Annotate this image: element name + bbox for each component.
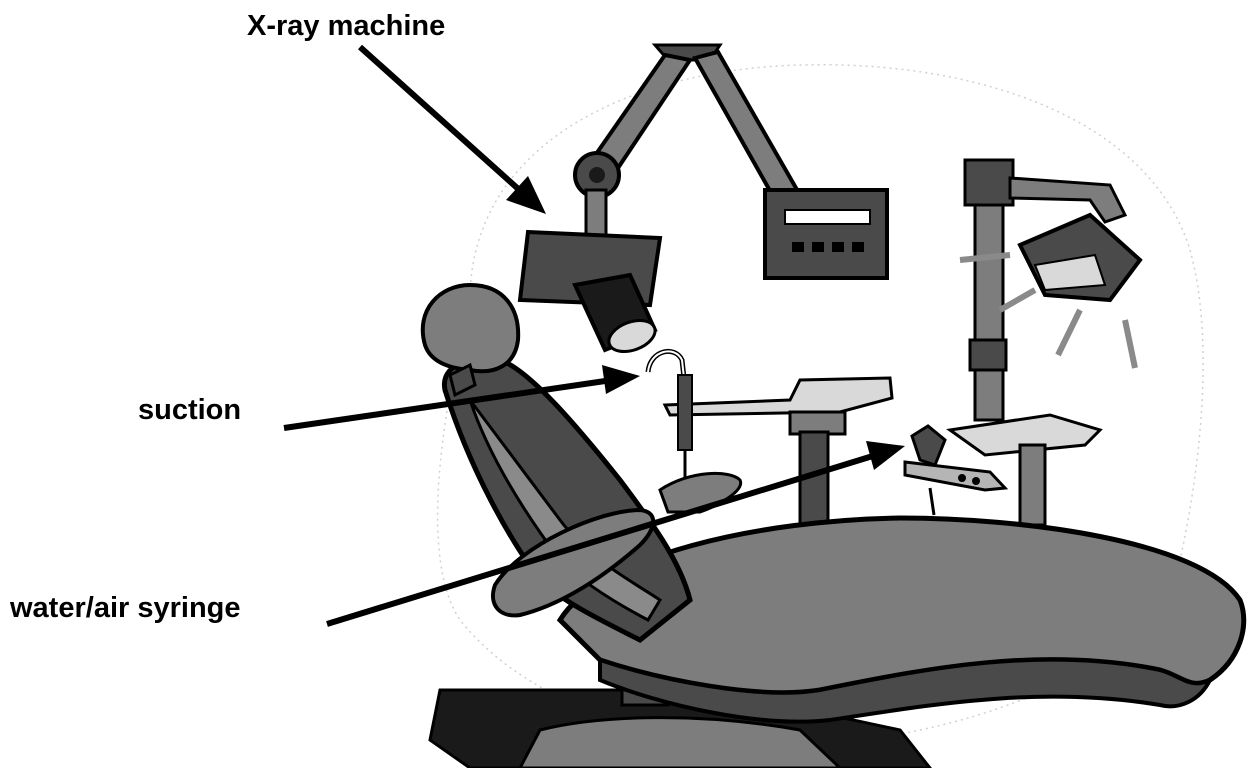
syringe-tray: [905, 415, 1100, 525]
xray-machine-label: X-ray machine: [247, 12, 445, 41]
water-air-syringe-label: water/air syringe: [10, 594, 241, 623]
operating-light: [960, 160, 1140, 420]
suction-label: suction: [138, 396, 241, 425]
xray-pointer-arrow: [360, 47, 546, 214]
dental-chair: [423, 285, 1244, 722]
xray-machine: [520, 45, 887, 357]
suction-tool: [648, 351, 692, 490]
